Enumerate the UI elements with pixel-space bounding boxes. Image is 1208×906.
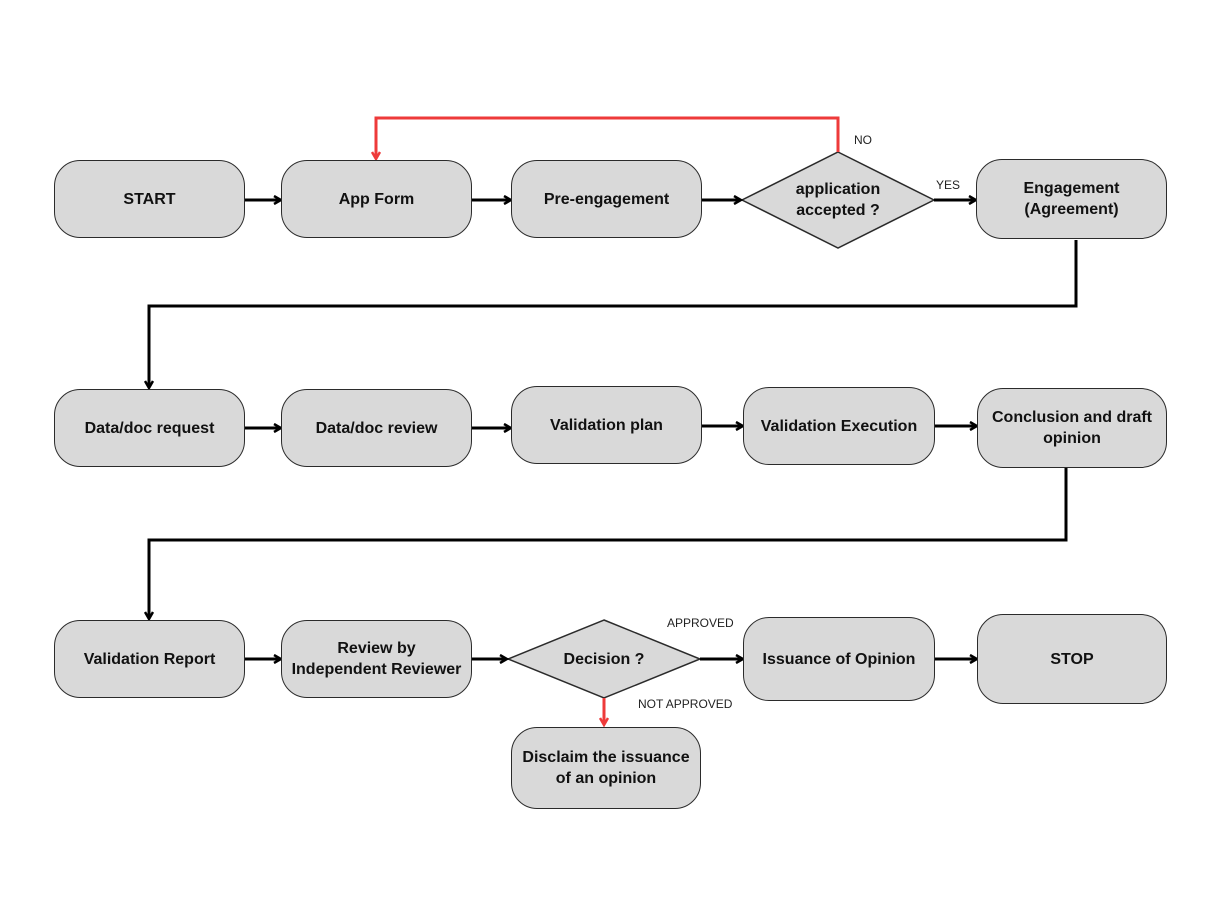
label-yes: YES xyxy=(936,178,961,192)
node-issuance-opinion: Issuance of Opinion xyxy=(743,617,935,701)
node-validation-plan: Validation plan xyxy=(511,386,702,464)
node-stop: STOP xyxy=(977,614,1167,704)
node-disclaim: Disclaim the issuance of an opinion xyxy=(511,727,701,809)
node-engagement: Engagement (Agreement) xyxy=(976,159,1167,239)
node-validation-execution: Validation Execution xyxy=(743,387,935,465)
arrow-engagement-to-data-request xyxy=(149,240,1078,387)
node-app-form: App Form xyxy=(281,160,472,238)
node-validation-report: Validation Report xyxy=(54,620,245,698)
label-no: NO xyxy=(854,133,872,147)
node-pre-engagement: Pre-engagement xyxy=(511,160,702,238)
label-not-approved: NOT APPROVED xyxy=(638,697,733,711)
diamond-application-accepted xyxy=(740,151,936,249)
decision-application-accepted: application accepted ? xyxy=(795,181,881,219)
node-data-doc-request: Data/doc request xyxy=(54,389,245,467)
arrow-conclusion-to-validation-report xyxy=(149,468,1068,618)
arrow-no-back-to-app-form xyxy=(376,116,840,158)
decision-decision: Decision ? xyxy=(563,650,645,668)
label-approved: APPROVED xyxy=(667,616,734,630)
node-review-independent: Review by Independent Reviewer xyxy=(281,620,472,698)
node-data-doc-review: Data/doc review xyxy=(281,389,472,467)
node-conclusion: Conclusion and draft opinion xyxy=(977,388,1167,468)
node-start: START xyxy=(54,160,245,238)
